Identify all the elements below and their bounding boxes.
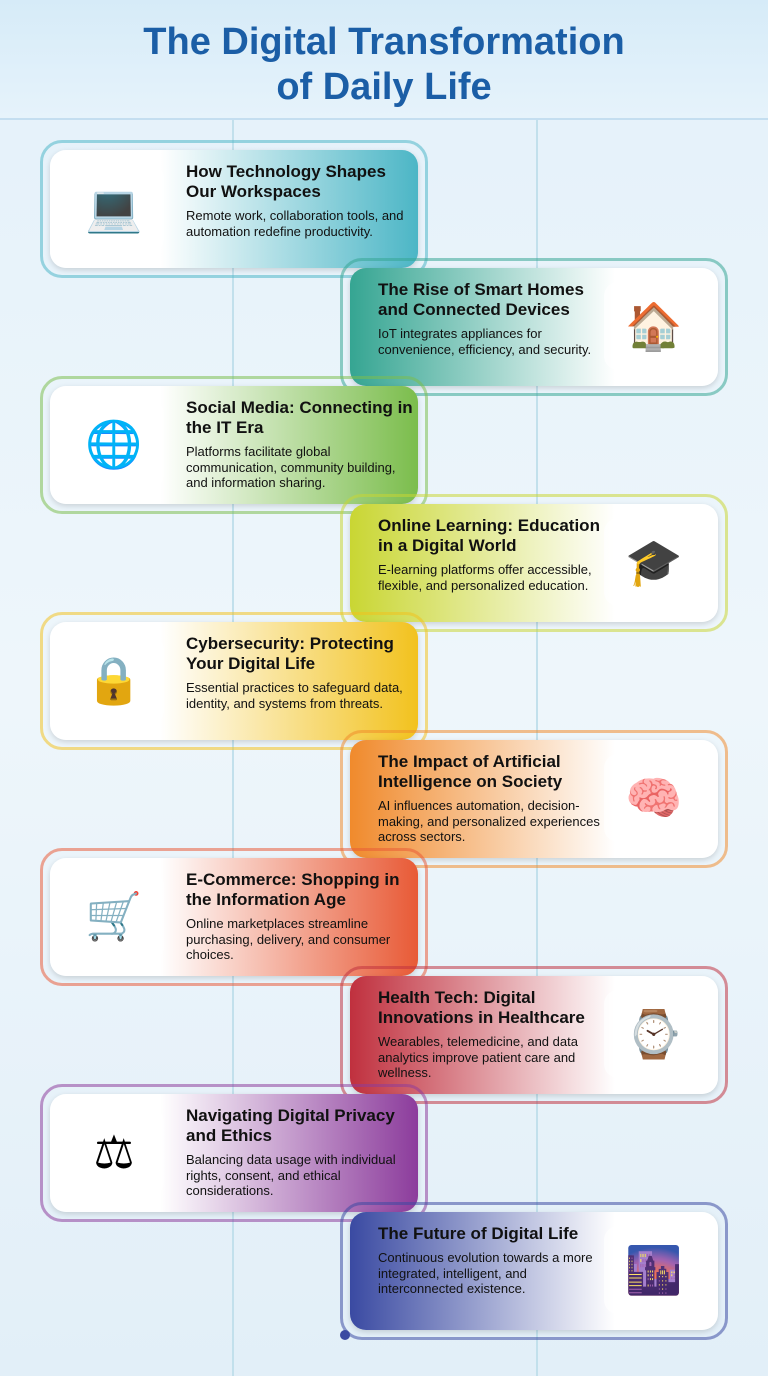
- card-1: 💻 How Technology Shapes Our Workspaces R…: [40, 140, 428, 278]
- card-description: Wearables, telemedicine, and data analyt…: [378, 1034, 578, 1080]
- card-panel: 🛒 E-Commerce: Shopping in the Informatio…: [50, 858, 418, 976]
- ethics-scale-icon: ⚖: [64, 1108, 164, 1196]
- card-panel: ⚖ Navigating Digital Privacy and Ethics …: [50, 1094, 418, 1212]
- card-title: The Future of Digital Life: [378, 1224, 579, 1243]
- card-text: The Future of Digital Life Continuous ev…: [378, 1224, 610, 1297]
- ai-brain-icon: 🧠: [604, 754, 704, 842]
- smart-home-icon: 🏠: [604, 282, 704, 370]
- card-text: Navigating Digital Privacy and Ethics Ba…: [186, 1106, 418, 1199]
- card-text: The Impact of Artificial Intelligence on…: [378, 752, 610, 845]
- card-2: 🏠 The Rise of Smart Homes and Connected …: [340, 258, 728, 396]
- card-title: Navigating Digital Privacy and Ethics: [186, 1106, 395, 1145]
- card-panel: ⌚ Health Tech: Digital Innovations in He…: [350, 976, 718, 1094]
- card-title: Health Tech: Digital Innovations in Heal…: [378, 988, 585, 1027]
- card-text: Social Media: Connecting in the IT Era P…: [186, 398, 418, 491]
- card-title: Social Media: Connecting in the IT Era: [186, 398, 413, 437]
- card-text: The Rise of Smart Homes and Connected De…: [378, 280, 610, 357]
- card-4: 🎓 Online Learning: Education in a Digita…: [340, 494, 728, 632]
- card-description: Balancing data usage with individual rig…: [186, 1152, 396, 1198]
- card-text: E-Commerce: Shopping in the Information …: [186, 870, 418, 963]
- card-7: 🛒 E-Commerce: Shopping in the Informatio…: [40, 848, 428, 986]
- workspace-desk-icon: 💻: [64, 164, 164, 252]
- security-shield-icon: 🔒: [64, 636, 164, 724]
- card-description: E-learning platforms offer accessible, f…: [378, 562, 592, 593]
- social-network-icon: 🌐: [64, 400, 164, 488]
- shopping-cart-icon: 🛒: [64, 872, 164, 960]
- card-description: Essential practices to safeguard data, i…: [186, 680, 403, 711]
- future-city-icon: 🌆: [604, 1226, 704, 1314]
- card-panel: 🏠 The Rise of Smart Homes and Connected …: [350, 268, 718, 386]
- card-panel: 💻 How Technology Shapes Our Workspaces R…: [50, 150, 418, 268]
- card-description: Platforms facilitate global communicatio…: [186, 444, 396, 490]
- card-description: IoT integrates appliances for convenienc…: [378, 326, 592, 357]
- card-text: Cybersecurity: Protecting Your Digital L…: [186, 634, 418, 711]
- card-title: Cybersecurity: Protecting Your Digital L…: [186, 634, 394, 673]
- card-text: Online Learning: Education in a Digital …: [378, 516, 610, 593]
- health-watch-icon: ⌚: [604, 990, 704, 1078]
- card-panel: 🎓 Online Learning: Education in a Digita…: [350, 504, 718, 622]
- title-line-1: The Digital Transformation: [143, 21, 625, 63]
- card-5: 🔒 Cybersecurity: Protecting Your Digital…: [40, 612, 428, 750]
- card-panel: 🔒 Cybersecurity: Protecting Your Digital…: [50, 622, 418, 740]
- card-title: Online Learning: Education in a Digital …: [378, 516, 600, 555]
- online-learning-icon: 🎓: [604, 518, 704, 606]
- card-title: E-Commerce: Shopping in the Information …: [186, 870, 400, 909]
- card-text: How Technology Shapes Our Workspaces Rem…: [186, 162, 418, 239]
- title-line-2: of Daily Life: [276, 66, 492, 108]
- card-description: Online marketplaces streamline purchasin…: [186, 916, 391, 962]
- card-text: Health Tech: Digital Innovations in Heal…: [378, 988, 610, 1081]
- card-description: Remote work, collaboration tools, and au…: [186, 208, 404, 239]
- card-3: 🌐 Social Media: Connecting in the IT Era…: [40, 376, 428, 514]
- card-description: AI influences automation, decision-makin…: [378, 798, 600, 844]
- card-9: ⚖ Navigating Digital Privacy and Ethics …: [40, 1084, 428, 1222]
- card-panel: 🧠 The Impact of Artificial Intelligence …: [350, 740, 718, 858]
- card-panel: 🌆 The Future of Digital Life Continuous …: [350, 1212, 718, 1330]
- card-title: The Impact of Artificial Intelligence on…: [378, 752, 563, 791]
- card-title: How Technology Shapes Our Workspaces: [186, 162, 386, 201]
- card-description: Continuous evolution towards a more inte…: [378, 1250, 593, 1296]
- card-panel: 🌐 Social Media: Connecting in the IT Era…: [50, 386, 418, 504]
- card-8: ⌚ Health Tech: Digital Innovations in He…: [340, 966, 728, 1104]
- card-title: The Rise of Smart Homes and Connected De…: [378, 280, 584, 319]
- card-10: 🌆 The Future of Digital Life Continuous …: [340, 1202, 728, 1340]
- card-6: 🧠 The Impact of Artificial Intelligence …: [340, 730, 728, 868]
- connector-dot: [340, 1330, 350, 1340]
